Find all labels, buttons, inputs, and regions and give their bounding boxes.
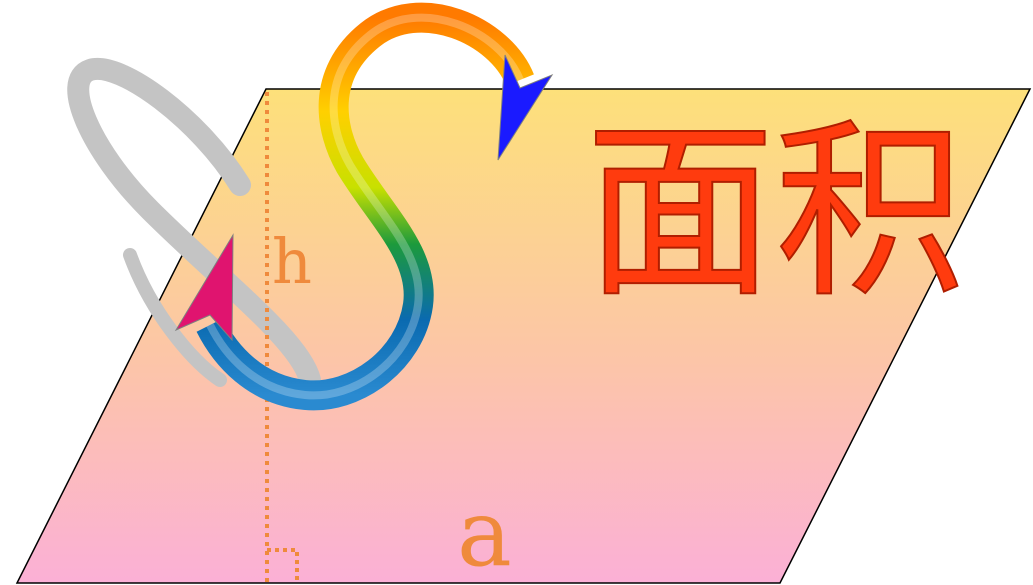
height-label: h [272,225,312,298]
page-title: 面积 [585,102,965,323]
arrowhead-top [497,54,554,161]
base-label: a [457,480,512,585]
right-angle-marker [267,548,299,583]
parallelogram-shape [15,88,1032,584]
s-shadow-swirl [67,57,321,391]
s-letter-arrow [174,2,554,411]
arrowhead-bottom [174,233,234,342]
